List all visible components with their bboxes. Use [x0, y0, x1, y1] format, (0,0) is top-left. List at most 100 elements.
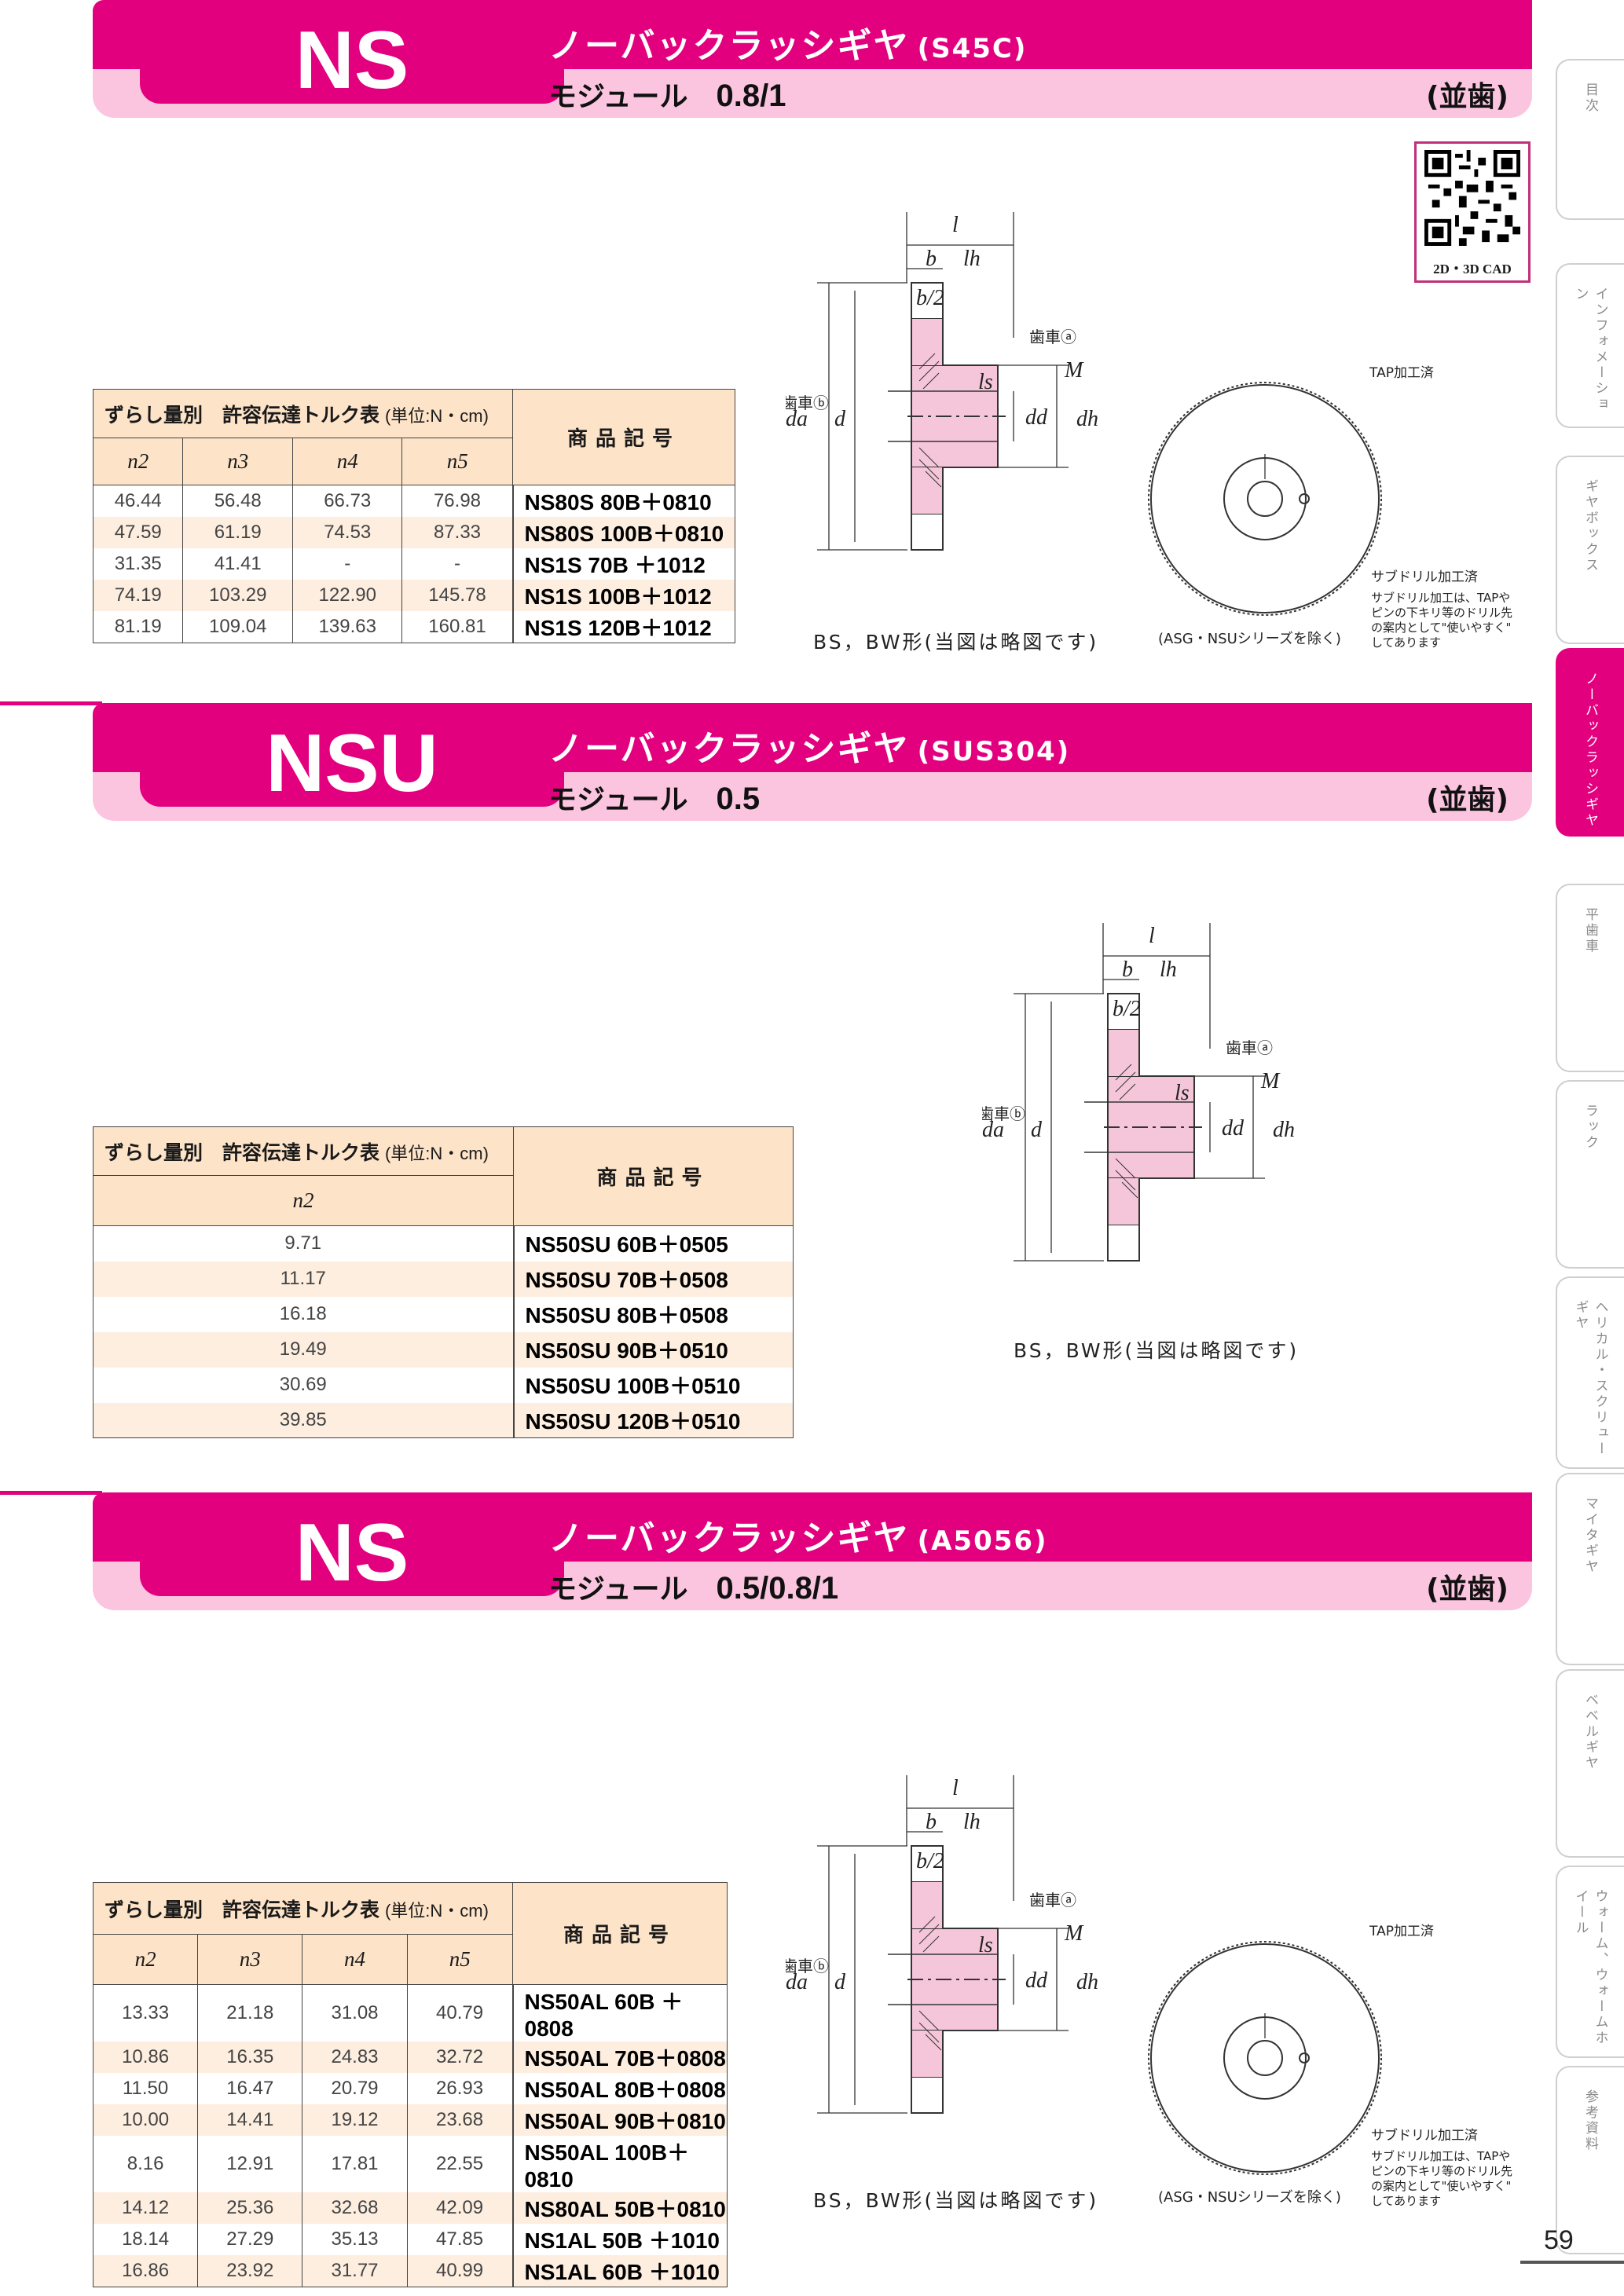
dim-lh: lh — [963, 1810, 981, 1834]
product-code: NS50SU 100B＋0510 — [512, 1367, 794, 1403]
dim-dd: dd — [1025, 1968, 1048, 1993]
section-title: ノーバックラッシギヤ(S45C) — [548, 26, 1028, 66]
gear-b-label: 歯車ⓑ — [982, 1104, 1025, 1123]
page-number: 59 — [1544, 2225, 1574, 2255]
product-code: NS50AL 80B＋0808 — [511, 2073, 728, 2104]
product-code-header: 商品記号 — [513, 1126, 794, 1226]
dim-b: b — [926, 247, 937, 271]
series-code: NS — [140, 17, 564, 104]
product-code: NS1AL 60B ＋1010 — [511, 2255, 728, 2287]
col-header: n5 — [401, 438, 513, 485]
dim-b2: b/2 — [1113, 997, 1141, 1021]
drill-note: サブドリル加工は、TAPやピンの下キリ等のドリル先の案内として"使いやすく"して… — [1371, 2149, 1513, 2208]
col-header: n2 — [92, 1934, 199, 1985]
col-header: n5 — [406, 1934, 514, 1985]
torque-table-1: ずらし量別 許容伝達トルク表 (単位:N・cm)商品記号 n2 n3 n4 n5… — [92, 389, 735, 643]
product-code: NS50AL 60B ＋0808 — [511, 1984, 728, 2041]
tab-reference[interactable]: 参考資料 — [1556, 2066, 1624, 2254]
dim-ls: ls — [1175, 1081, 1190, 1105]
table-title: ずらし量別 許容伝達トルク表 (単位:N・cm) — [93, 1126, 514, 1176]
dim-d: d — [834, 1970, 846, 1994]
drill-label: サブドリル加工済 — [1371, 2128, 1478, 2144]
product-code: NS1S 120B＋1012 — [511, 611, 735, 643]
diagram-caption: BS，BW形(当図は略図です) — [813, 2189, 1099, 2212]
torque-table-3: ずらし量別 許容伝達トルク表 (単位:N・cm)商品記号 n2 n3 n4 n5… — [92, 1882, 728, 2287]
dim-ls: ls — [978, 1933, 993, 1957]
qr-code-icon — [1424, 150, 1520, 246]
gear-a-label: 歯車ⓐ — [1029, 328, 1076, 346]
tab-helical-screw-gear[interactable]: ヘリカル・スクリューギヤ — [1556, 1276, 1624, 1469]
series-code: NS — [140, 1510, 564, 1596]
tab-bevel-gear[interactable]: ベベルギヤ — [1556, 1669, 1624, 1858]
tab-spur-gear[interactable]: 平歯車 — [1556, 884, 1624, 1072]
dim-dd: dd — [1222, 1116, 1245, 1141]
dim-l: l — [952, 213, 959, 237]
tap-label: TAP加工済 — [1369, 365, 1434, 381]
col-header: n2 — [93, 1175, 514, 1226]
dim-m: M — [1260, 1069, 1281, 1093]
dim-b: b — [1122, 958, 1133, 982]
cad-qr-code[interactable]: 2D・3D CAD — [1414, 141, 1531, 283]
product-code: NS80S 80B＋0810 — [511, 485, 735, 517]
tab-gearbox[interactable]: ギヤボックス — [1556, 456, 1624, 644]
section-title: ノーバックラッシギヤ(SUS304) — [548, 729, 1071, 769]
dim-da: da — [786, 407, 808, 431]
dim-da: da — [786, 1970, 808, 1994]
dim-dh: dh — [1076, 407, 1098, 431]
col-header: n2 — [92, 438, 184, 485]
dim-lh: lh — [1160, 958, 1177, 982]
gear-section-diagram-3: l b lh b/2 ls M da d dd dh 歯車ⓐ 歯車ⓑ — [786, 1775, 1098, 2114]
col-header: n4 — [302, 1934, 408, 1985]
product-code: NS50SU 80B＋0508 — [512, 1296, 794, 1332]
product-code: NS50SU 70B＋0508 — [512, 1261, 794, 1297]
tab-miter-gear[interactable]: マイタギヤ — [1556, 1473, 1624, 1665]
col-header: n3 — [197, 1934, 303, 1985]
tab-rack[interactable]: ラック — [1556, 1080, 1624, 1269]
tab-worm[interactable]: ウォーム、ウォームホイール — [1556, 1866, 1624, 2058]
dim-da: da — [982, 1118, 1004, 1142]
tab-no-backlash-gear[interactable]: ノーバックラッシギヤ — [1556, 648, 1624, 837]
gear-a-label: 歯車ⓐ — [1029, 1891, 1076, 1910]
dim-b2: b/2 — [916, 286, 944, 310]
product-code: NS80AL 50B＋0810 — [511, 2192, 728, 2224]
tab-information[interactable]: インフォメーション — [1556, 263, 1624, 428]
section-title: ノーバックラッシギヤ(A5056) — [548, 1518, 1048, 1558]
product-code: NS80S 100B＋0810 — [511, 517, 735, 548]
product-code-header: 商品記号 — [512, 1882, 728, 1985]
product-code: NS1S 70B ＋1012 — [511, 548, 735, 580]
dim-m: M — [1064, 358, 1084, 383]
qr-label: 2D・3D CAD — [1433, 262, 1512, 276]
product-code: NS50AL 100B＋0810 — [511, 2136, 728, 2192]
tab-contents[interactable]: 目次 — [1556, 59, 1624, 220]
dim-ls: ls — [978, 370, 993, 394]
series-code: NSU — [140, 720, 564, 807]
dim-d: d — [1031, 1118, 1043, 1142]
table-title: ずらし量別 許容伝達トルク表 (単位:N・cm) — [93, 1882, 513, 1935]
gear-front-view-1 — [1148, 382, 1382, 616]
gear-b-label: 歯車ⓑ — [786, 394, 829, 412]
diagram-caption: BS，BW形(当図は略図です) — [1014, 1339, 1300, 1362]
dim-lh: lh — [963, 247, 981, 271]
tooth-type: (並歯) — [1426, 784, 1509, 816]
section-divider — [0, 1491, 102, 1495]
page-number-rule — [1520, 2261, 1624, 2264]
